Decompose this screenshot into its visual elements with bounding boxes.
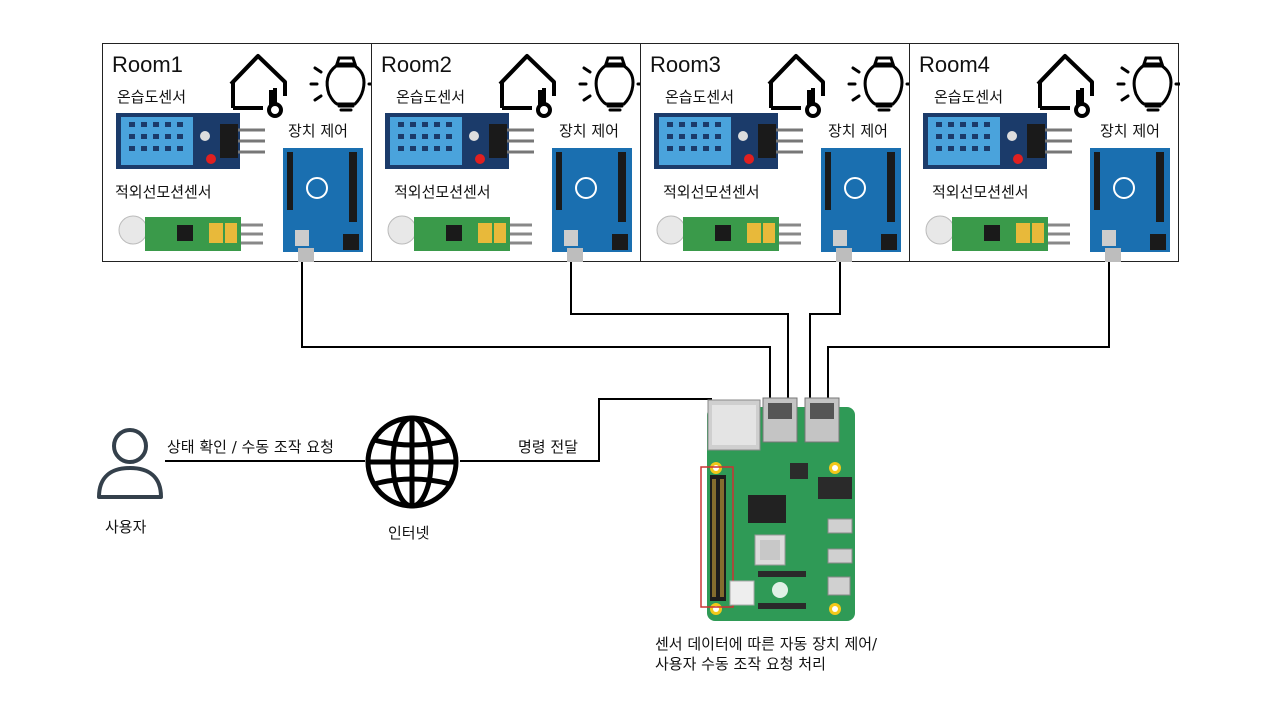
user-label: 사용자 [105,518,147,536]
light-bulb-icon [309,56,373,112]
humidity-sensor-module [654,113,803,169]
wire-room2 [570,262,789,398]
room-hardware [923,54,1180,262]
motion-sensor-module [387,215,532,251]
motion-sensor-module [118,215,263,251]
wire-room1 [301,262,771,398]
motion-sensor-label: 적외선모션센서 [394,183,491,201]
user-link-label: 상태 확인 / 수동 조작 요청 [167,438,334,456]
room-hardware [116,54,373,262]
room-panel-1: Room1 온습도센서 적외선모션센서 장치 제어 [102,43,373,262]
device-control-label: 장치 제어 [1100,122,1160,140]
humidity-sensor-label: 온습도센서 [117,88,187,106]
internet-link-label: 명령 전달 [518,438,578,456]
house-thermometer-icon [498,54,556,118]
server-caption-line2: 사용자 수동 조작 요청 처리 [655,655,826,673]
house-thermometer-icon [1036,54,1094,118]
internet-label: 인터넷 [388,524,430,542]
motion-sensor-module [925,215,1070,251]
wire-room3 [809,262,841,398]
motion-sensor-label: 적외선모션센서 [115,183,212,201]
arduino-board [821,148,901,262]
house-thermometer-icon [229,54,287,118]
server-caption-line1: 센서 데이터에 따른 자동 장치 제어/ [655,635,878,653]
room-title: Room4 [919,52,990,77]
room-panel-2: Room2 온습도센서 적외선모션센서 장치 제어 [371,43,642,262]
device-control-label: 장치 제어 [828,122,888,140]
arduino-board [552,148,632,262]
humidity-sensor-label: 온습도센서 [934,88,1004,106]
globe-icon [365,415,459,509]
humidity-sensor-module [116,113,265,169]
raspberry-pi-board [700,397,855,621]
room-panel-4: Room4 온습도센서 적외선모션센서 장치 제어 [909,43,1180,262]
house-thermometer-icon [767,54,825,118]
humidity-sensor-label: 온습도센서 [665,88,735,106]
wire-room4 [827,262,1110,398]
light-bulb-icon [1116,56,1180,112]
light-bulb-icon [847,56,911,112]
arduino-board [283,148,363,262]
device-control-label: 장치 제어 [559,122,619,140]
motion-sensor-module [656,215,801,251]
motion-sensor-label: 적외선모션센서 [663,183,760,201]
humidity-sensor-module [385,113,534,169]
user-icon [97,428,163,499]
device-control-label: 장치 제어 [288,122,348,140]
motion-sensor-label: 적외선모션센서 [932,183,1029,201]
arduino-board [1090,148,1170,262]
room-hardware [654,54,911,262]
light-bulb-icon [578,56,642,112]
humidity-sensor-module [923,113,1072,169]
room-hardware [385,54,642,262]
room-panel-3: Room3 온습도센서 적외선모션센서 장치 제어 [640,43,911,262]
room-title: Room2 [381,52,452,77]
room-title: Room1 [112,52,183,77]
room-title: Room3 [650,52,721,77]
wire-internet-pi [460,398,712,462]
humidity-sensor-label: 온습도센서 [396,88,466,106]
